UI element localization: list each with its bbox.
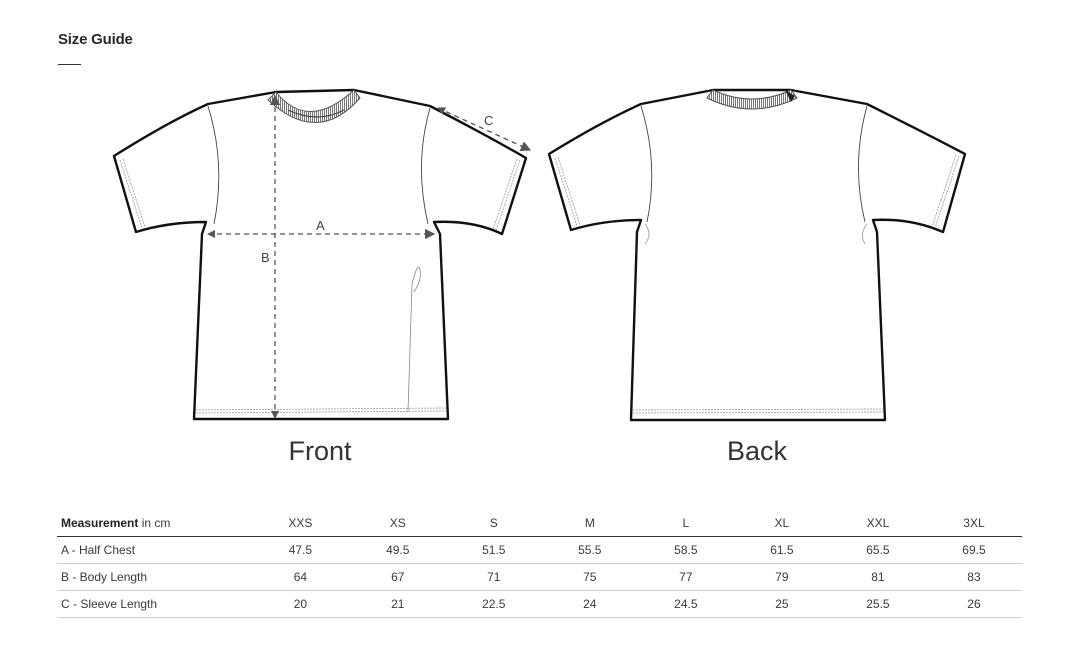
table-cell: 61.5 bbox=[733, 536, 830, 564]
table-cell: 22.5 bbox=[445, 590, 542, 618]
back-label: Back bbox=[726, 436, 788, 466]
size-header: XL bbox=[733, 510, 830, 537]
table-cell: 71 bbox=[445, 563, 542, 591]
table-cell: 47.5 bbox=[251, 536, 350, 564]
table-cell: 64 bbox=[251, 563, 350, 591]
table-cell: 65.5 bbox=[829, 536, 926, 564]
title-underline bbox=[58, 64, 81, 65]
size-header: XXS bbox=[251, 510, 350, 537]
front-label: Front bbox=[288, 436, 352, 466]
table-cell: 81 bbox=[829, 563, 926, 591]
back-tshirt-icon bbox=[547, 88, 967, 422]
table-cell: 83 bbox=[925, 563, 1022, 591]
table-cell: 24.5 bbox=[637, 590, 734, 618]
table-cell: 55.5 bbox=[541, 536, 638, 564]
table-row: A - Half Chest 47.5 49.5 51.5 55.5 58.5 … bbox=[57, 536, 1022, 564]
table-cell: 49.5 bbox=[349, 536, 446, 564]
measurement-marker-b: B bbox=[261, 250, 270, 265]
size-table: Measurement in cm XXS XS S M L XL XXL 3X… bbox=[57, 510, 1022, 618]
table-cell: 79 bbox=[733, 563, 830, 591]
front-tshirt-icon bbox=[112, 88, 532, 421]
front-shirt-diagram: A B C bbox=[108, 84, 548, 434]
table-cell: 77 bbox=[637, 563, 734, 591]
measurement-marker-c: C bbox=[484, 113, 494, 128]
table-cell: 24 bbox=[541, 590, 638, 618]
table-cell: 75 bbox=[541, 563, 638, 591]
table-cell: 21 bbox=[349, 590, 446, 618]
table-cell: 25.5 bbox=[829, 590, 926, 618]
size-header: 3XL bbox=[925, 510, 1022, 537]
row-label: A - Half Chest bbox=[57, 536, 251, 564]
page-title: Size Guide bbox=[58, 31, 133, 48]
back-shirt-diagram bbox=[545, 84, 975, 434]
measurement-marker-a: A bbox=[316, 218, 325, 233]
table-cell: 25 bbox=[733, 590, 830, 618]
table-cell: 58.5 bbox=[637, 536, 734, 564]
table-cell: 67 bbox=[349, 563, 446, 591]
table-cell: 51.5 bbox=[445, 536, 542, 564]
size-header: XXL bbox=[829, 510, 926, 537]
measurement-header: Measurement in cm bbox=[57, 510, 251, 537]
size-header: M bbox=[541, 510, 638, 537]
table-cell: 69.5 bbox=[925, 536, 1022, 564]
table-cell: 20 bbox=[251, 590, 350, 618]
table-row: B - Body Length 64 67 71 75 77 79 81 83 bbox=[57, 563, 1022, 591]
table-cell: 26 bbox=[925, 590, 1022, 618]
row-label: B - Body Length bbox=[57, 563, 251, 591]
size-header: S bbox=[445, 510, 542, 537]
table-header-row: Measurement in cm XXS XS S M L XL XXL 3X… bbox=[57, 510, 1022, 537]
row-label: C - Sleeve Length bbox=[57, 590, 251, 618]
size-header: L bbox=[637, 510, 734, 537]
table-row: C - Sleeve Length 20 21 22.5 24 24.5 25 … bbox=[57, 590, 1022, 618]
size-header: XS bbox=[349, 510, 446, 537]
